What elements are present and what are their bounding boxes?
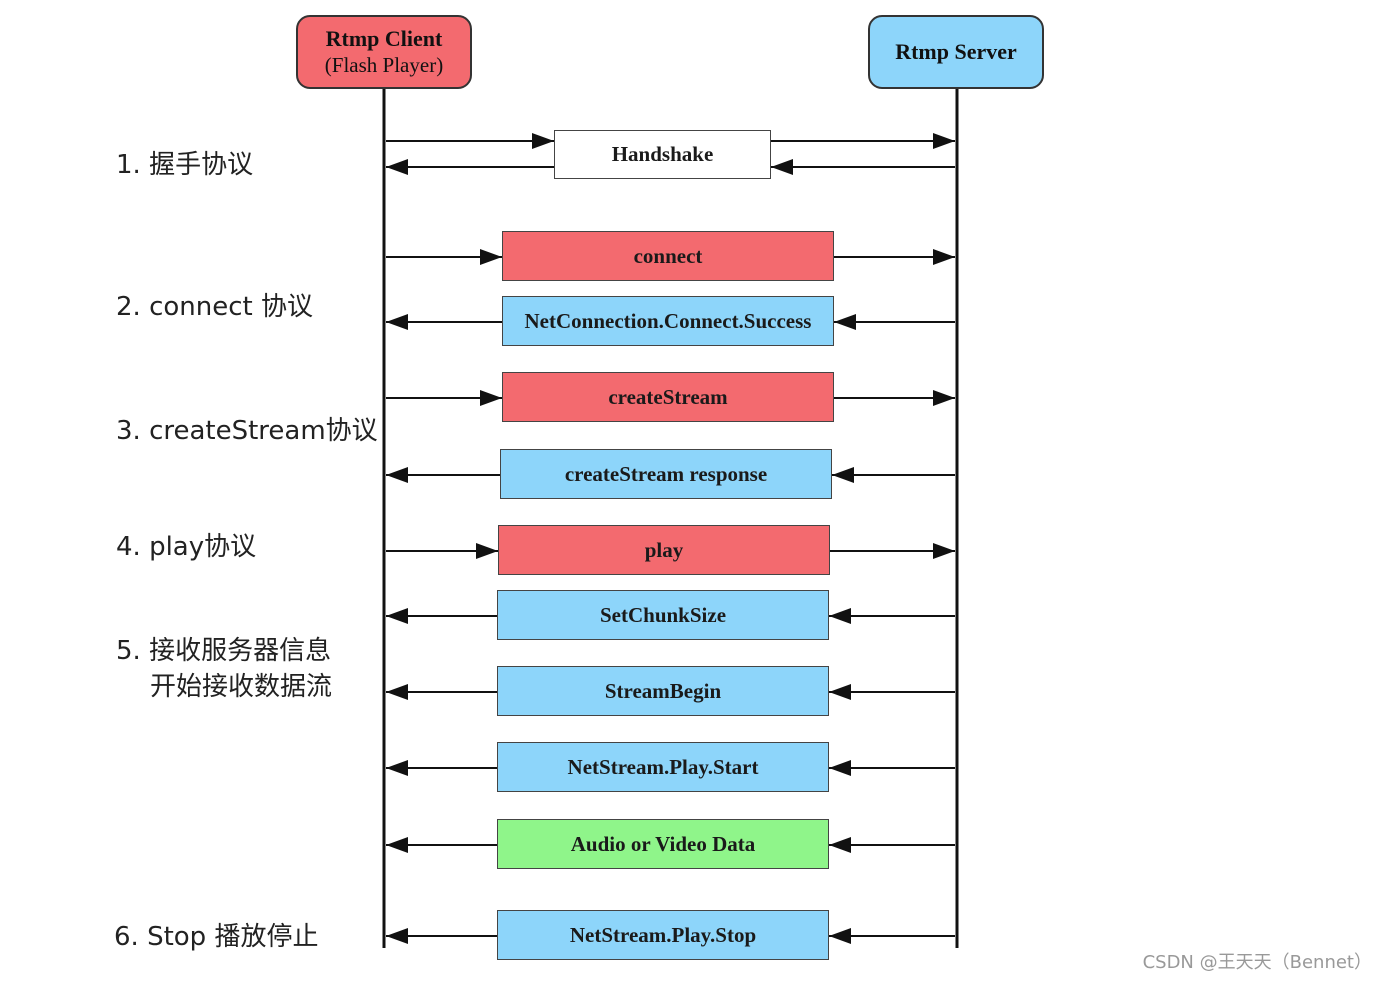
phase-label-create-stream: 3. createStream协议 — [116, 414, 378, 448]
arrow-head — [829, 608, 851, 624]
message-set-chunk-size: SetChunkSize — [497, 590, 829, 640]
arrow-head — [771, 159, 793, 175]
phase-label-line: 开始接收数据流 — [150, 672, 333, 702]
arrow-head — [480, 390, 502, 406]
arrow-head — [476, 543, 498, 559]
message-create-stream: createStream — [502, 372, 834, 422]
arrow-head — [386, 314, 408, 330]
arrow-head — [386, 928, 408, 944]
message-play-stop: NetStream.Play.Stop — [497, 910, 829, 960]
phase-label-line: 4. play协议 — [116, 532, 257, 562]
phase-label-handshake: 1. 握手协议 — [116, 148, 253, 182]
arrow-head — [386, 608, 408, 624]
arrow-head — [386, 684, 408, 700]
rtmp-client-title: Rtmp Client — [325, 26, 443, 51]
arrow-head — [933, 133, 955, 149]
arrow-head — [386, 760, 408, 776]
rtmp-server-box: Rtmp Server — [868, 15, 1044, 89]
message-stream-begin: StreamBegin — [497, 666, 829, 716]
message-connect-success: NetConnection.Connect.Success — [502, 296, 834, 346]
message-play-start: NetStream.Play.Start — [497, 742, 829, 792]
arrow-head — [829, 928, 851, 944]
rtmp-client-box: Rtmp Client (Flash Player) — [296, 15, 472, 89]
phase-label-line: 5. 接收服务器信息 — [116, 636, 332, 666]
arrow-head — [829, 837, 851, 853]
message-connect: connect — [502, 231, 834, 281]
arrow-head — [829, 760, 851, 776]
message-handshake: Handshake — [554, 130, 771, 179]
phase-label-play: 4. play协议 — [116, 530, 256, 564]
arrow-head — [480, 249, 502, 265]
message-arrows — [386, 133, 955, 944]
arrow-head — [386, 467, 408, 483]
arrow-head — [829, 684, 851, 700]
phase-label-line: 3. createStream协议 — [116, 416, 378, 446]
phase-label-line: 6. Stop 播放停止 — [114, 922, 319, 952]
arrow-head — [832, 467, 854, 483]
rtmp-server-title: Rtmp Server — [895, 39, 1017, 64]
phase-label-line: 1. 握手协议 — [116, 150, 254, 180]
arrow-head — [386, 159, 408, 175]
arrow-head — [386, 837, 408, 853]
phase-label-receive: 5. 接收服务器信息 开始接收数据流 — [116, 634, 332, 704]
message-audio-video-data: Audio or Video Data — [497, 819, 829, 869]
arrow-head — [933, 390, 955, 406]
arrow-head — [933, 249, 955, 265]
phase-label-line: 2. connect 协议 — [116, 292, 313, 322]
arrow-head — [532, 133, 554, 149]
message-create-stream-response: createStream response — [500, 449, 832, 499]
arrow-head — [933, 543, 955, 559]
phase-label-stop: 6. Stop 播放停止 — [114, 920, 318, 954]
arrow-head — [834, 314, 856, 330]
phase-label-connect: 2. connect 协议 — [116, 290, 313, 324]
message-play: play — [498, 525, 830, 575]
watermark: CSDN @王天天（Bennet） — [1142, 952, 1372, 973]
rtmp-client-subtitle: (Flash Player) — [324, 53, 444, 77]
